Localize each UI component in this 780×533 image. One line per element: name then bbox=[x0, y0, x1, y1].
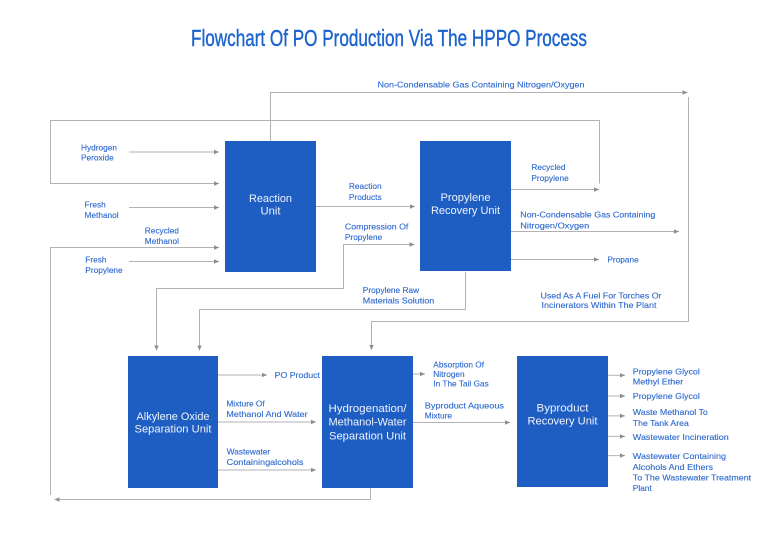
svg-text:Propane: Propane bbox=[607, 254, 639, 264]
svg-text:Nitrogen/Oxygen: Nitrogen/Oxygen bbox=[520, 220, 589, 230]
svg-text:Recovery Unit: Recovery Unit bbox=[431, 205, 501, 217]
svg-text:Wastewater: Wastewater bbox=[227, 447, 271, 457]
svg-text:Reaction: Reaction bbox=[349, 181, 382, 191]
svg-text:Unit: Unit bbox=[261, 206, 282, 218]
svg-text:In The Tail Gas: In The Tail Gas bbox=[433, 379, 489, 389]
svg-text:Used As A Fuel For Torches Or: Used As A Fuel For Torches Or bbox=[541, 290, 662, 300]
svg-text:Products: Products bbox=[349, 192, 382, 202]
svg-text:Propylene Glycol: Propylene Glycol bbox=[633, 391, 700, 401]
svg-text:To The Wastewater Treatment: To The Wastewater Treatment bbox=[633, 472, 752, 482]
svg-text:Alkylene Oxide: Alkylene Oxide bbox=[137, 411, 210, 423]
svg-text:Byproduct: Byproduct bbox=[537, 403, 590, 415]
svg-text:Methyl Ether: Methyl Ether bbox=[633, 377, 684, 387]
svg-text:Compression Of: Compression Of bbox=[345, 222, 409, 232]
svg-text:Propylene: Propylene bbox=[345, 232, 383, 242]
svg-text:Hydrogen: Hydrogen bbox=[81, 142, 117, 152]
svg-text:Recovery Unit: Recovery Unit bbox=[528, 416, 599, 428]
svg-text:Reaction: Reaction bbox=[249, 193, 292, 205]
svg-text:Absorption Of: Absorption Of bbox=[433, 360, 484, 370]
svg-text:Fresh: Fresh bbox=[85, 254, 107, 264]
svg-text:Methanol: Methanol bbox=[145, 236, 179, 246]
svg-text:Mixture: Mixture bbox=[425, 410, 453, 420]
svg-text:Incinerators Within The Plant: Incinerators Within The Plant bbox=[542, 300, 658, 310]
svg-text:Flowchart Of PO Production Via: Flowchart Of PO Production Via The HPPO … bbox=[191, 25, 587, 51]
svg-text:PO Product: PO Product bbox=[275, 370, 321, 380]
svg-text:Recycled: Recycled bbox=[531, 162, 566, 172]
svg-text:The Tank Area: The Tank Area bbox=[633, 418, 689, 428]
svg-text:Propylene Raw: Propylene Raw bbox=[363, 285, 420, 295]
svg-text:Separation Unit: Separation Unit bbox=[329, 430, 407, 442]
svg-text:Alcohols And Ethers: Alcohols And Ethers bbox=[633, 462, 713, 472]
svg-text:Hydrogenation/: Hydrogenation/ bbox=[329, 403, 408, 415]
svg-text:Containingalcohols: Containingalcohols bbox=[227, 457, 304, 467]
svg-text:Waste Methanol To: Waste Methanol To bbox=[633, 407, 708, 417]
svg-text:Methanol: Methanol bbox=[85, 210, 119, 220]
svg-text:Non-Condensable Gas Containing: Non-Condensable Gas Containing bbox=[520, 209, 655, 219]
svg-text:Nitrogen: Nitrogen bbox=[433, 369, 465, 379]
svg-text:Peroxide: Peroxide bbox=[81, 152, 114, 162]
svg-text:Separation Unit: Separation Unit bbox=[135, 424, 213, 436]
svg-text:Recycled: Recycled bbox=[145, 225, 180, 235]
svg-text:Mixture Of: Mixture Of bbox=[226, 399, 265, 409]
svg-text:Plant: Plant bbox=[633, 483, 653, 493]
svg-text:Propylene: Propylene bbox=[441, 192, 491, 204]
svg-text:Methanol-Water: Methanol-Water bbox=[329, 417, 407, 429]
svg-text:Propylene: Propylene bbox=[531, 173, 569, 183]
svg-text:Non-Condensable Gas Containing: Non-Condensable Gas Containing Nitrogen/… bbox=[378, 80, 585, 90]
svg-text:Fresh: Fresh bbox=[85, 200, 107, 210]
svg-text:Propylene Glycol: Propylene Glycol bbox=[633, 367, 700, 377]
svg-text:Wastewater Containing: Wastewater Containing bbox=[633, 451, 727, 461]
svg-text:Wastewater Incineration: Wastewater Incineration bbox=[633, 432, 729, 442]
svg-text:Methanol And Water: Methanol And Water bbox=[226, 409, 308, 419]
svg-text:Propylene: Propylene bbox=[85, 265, 123, 275]
svg-text:Byproduct Aqueous: Byproduct Aqueous bbox=[425, 400, 504, 410]
svg-text:Materials Solution: Materials Solution bbox=[363, 296, 435, 306]
